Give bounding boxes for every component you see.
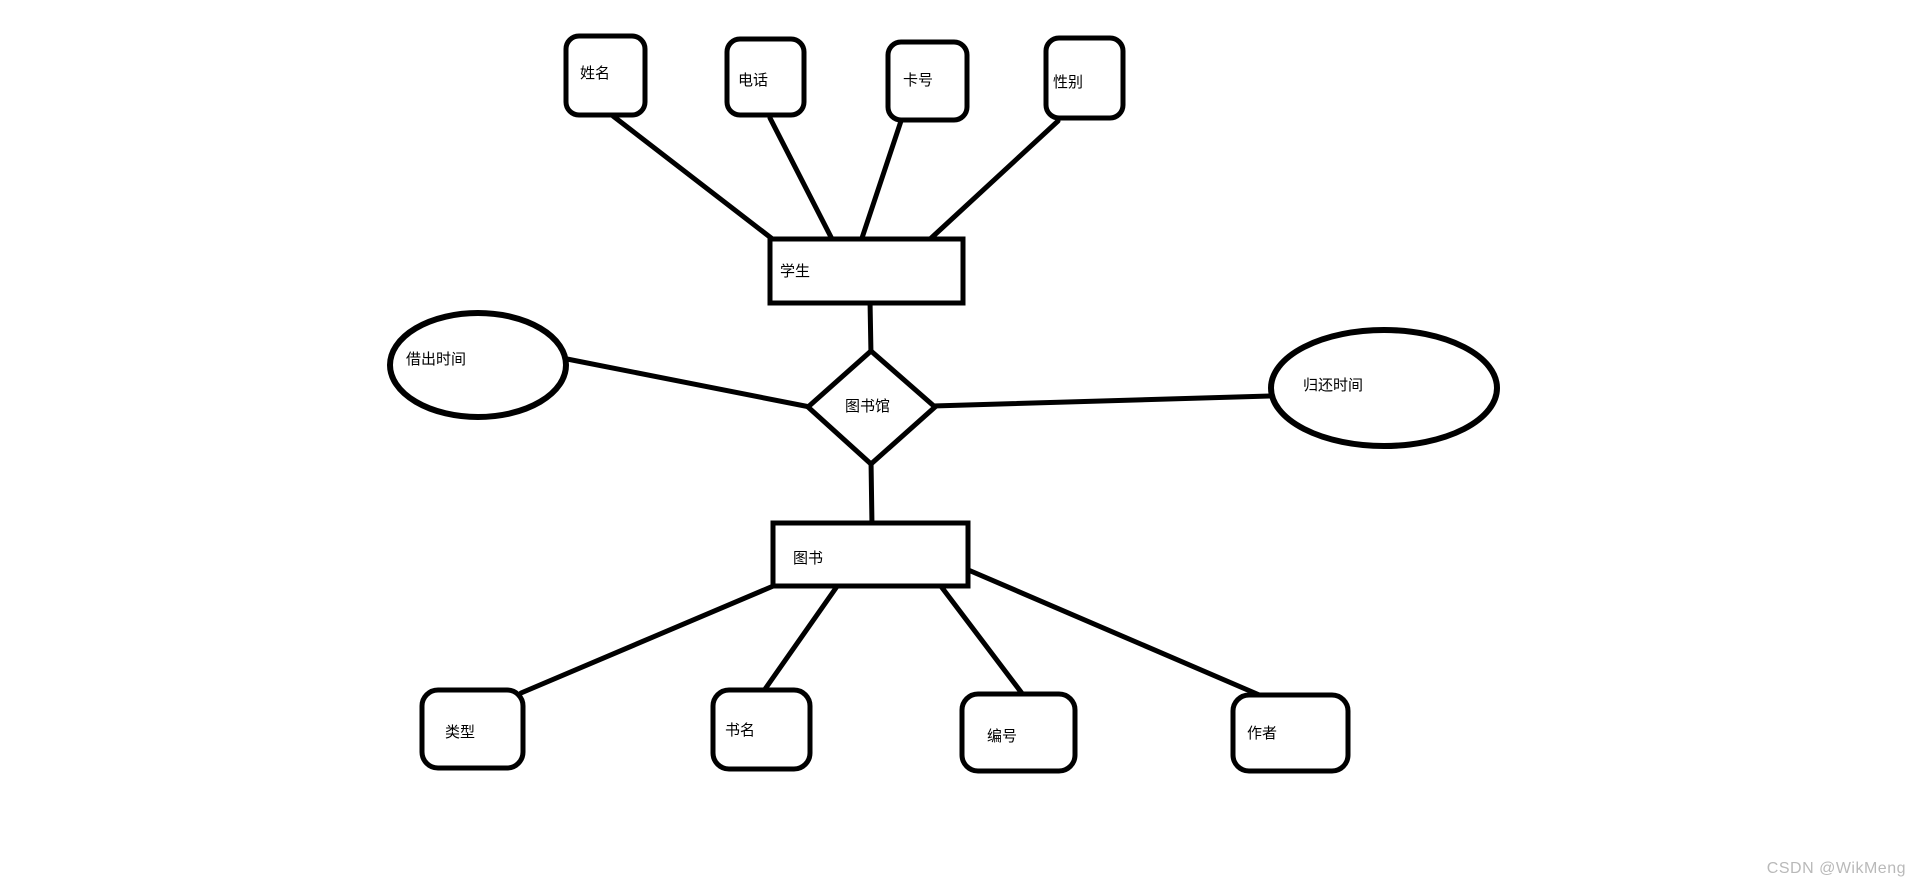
edge-borrowtime-library <box>564 356 813 410</box>
node-attribute-author: 作者 <box>1230 692 1351 774</box>
edge-phone-student <box>767 115 836 244</box>
attribute-type-label: 类型 <box>445 724 475 741</box>
edge-library-book <box>868 457 875 529</box>
attribute-return-time-label: 归还时间 <box>1303 377 1363 394</box>
node-attribute-gender: 性别 <box>1043 35 1126 121</box>
node-attribute-book-name: 书名 <box>710 687 813 772</box>
node-attribute-type: 类型 <box>419 687 526 771</box>
node-attribute-phone: 电话 <box>724 36 807 118</box>
connector-lines <box>518 113 1273 700</box>
entity-student-label: 学生 <box>780 263 810 280</box>
edge-book-author <box>963 566 1267 700</box>
attribute-book-name-label: 书名 <box>725 722 755 739</box>
attribute-serial-no-label: 编号 <box>987 728 1017 745</box>
edge-book-serialno <box>937 582 1027 699</box>
node-attribute-name: 姓名 <box>563 33 648 118</box>
node-entity-student: 学生 <box>767 236 966 306</box>
attribute-phone-label: 电话 <box>738 72 768 89</box>
node-entity-book: 图书 <box>770 520 971 589</box>
edge-book-type <box>518 581 781 696</box>
attribute-gender-label: 性别 <box>1053 74 1083 91</box>
relationship-library-label: 图书馆 <box>845 398 890 415</box>
entity-book-label: 图书 <box>793 550 823 567</box>
edge-student-library <box>867 297 874 358</box>
edge-library-returntime <box>930 393 1273 409</box>
node-attribute-return-time: 归还时间 <box>1268 327 1500 449</box>
node-attribute-borrow-time: 借出时间 <box>387 310 569 420</box>
edge-gender-student <box>925 118 1061 244</box>
node-relationship-library: 图书馆 <box>804 347 939 468</box>
node-attribute-card-number: 卡号 <box>885 39 970 123</box>
attribute-borrow-time-label: 借出时间 <box>406 351 466 368</box>
attribute-author-label: 作者 <box>1247 725 1277 742</box>
watermark: CSDN @WikMeng <box>1766 860 1906 877</box>
attribute-card-number-label: 卡号 <box>903 72 933 89</box>
attribute-name-label: 姓名 <box>580 65 610 82</box>
node-attribute-serial-no: 编号 <box>959 691 1078 774</box>
edge-card-student <box>858 118 904 244</box>
edge-book-bookname <box>760 582 841 695</box>
edge-name-student <box>610 113 778 244</box>
